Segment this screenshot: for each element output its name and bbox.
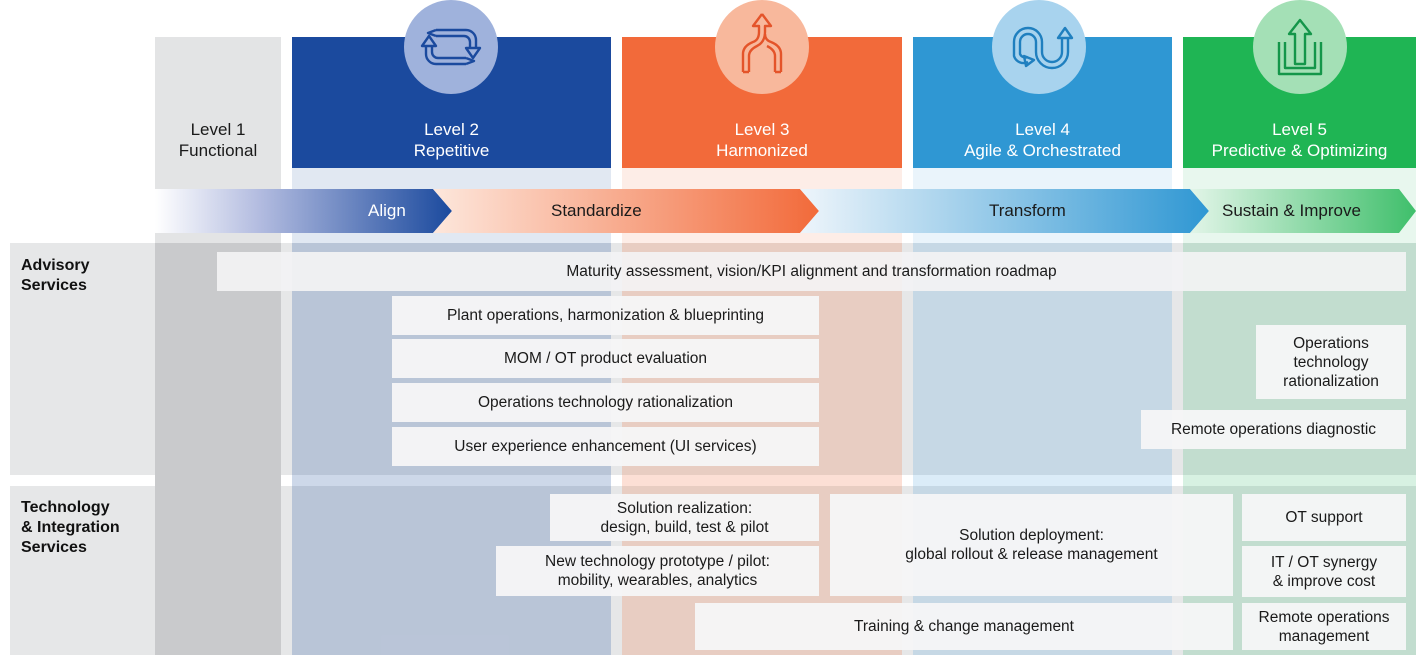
ops-tech-rationalization-box: Operations technology rationalization	[392, 383, 819, 422]
training-change-management-box: Training & change management	[695, 603, 1233, 650]
remote-operations-diagnostic-box: Remote operations diagnostic	[1141, 410, 1406, 449]
level-4-name: Agile & Orchestrated	[964, 141, 1121, 160]
phase-sustain-label: Sustain & Improve	[1222, 201, 1361, 220]
cycle-arrows-icon	[404, 0, 498, 94]
plant-operations-box: Plant operations, harmonization & bluepr…	[392, 296, 819, 335]
level-1-column-lower	[155, 243, 281, 655]
it-ot-synergy-box: IT / OT synergy & improve cost	[1242, 546, 1406, 597]
level-4-number: Level 4	[1015, 120, 1070, 139]
solution-deployment-box: Solution deployment: global rollout & re…	[830, 494, 1233, 596]
level-1-number: Level 1	[190, 120, 246, 139]
new-technology-prototype-box: New technology prototype / pilot: mobili…	[496, 546, 819, 596]
level-5-name: Predictive & Optimizing	[1211, 141, 1388, 160]
upload-arrow-icon	[1253, 0, 1347, 94]
solution-realization-box: Solution realization: design, build, tes…	[550, 494, 819, 541]
phase-transform-label: Transform	[989, 201, 1066, 220]
mom-ot-evaluation-box: MOM / OT product evaluation	[392, 339, 819, 378]
level-5-number: Level 5	[1272, 120, 1327, 139]
level-3-name: Harmonized	[716, 141, 808, 160]
standardize-arrow	[433, 189, 819, 233]
sustain-arrow	[1190, 189, 1416, 233]
merging-arrows-icon	[715, 0, 809, 94]
maturity-assessment-box: Maturity assessment, vision/KPI alignmen…	[217, 252, 1406, 291]
level-2-header: Level 2 Repetitive	[292, 37, 611, 168]
level-3-number: Level 3	[734, 120, 790, 139]
ops-tech-rationalization-l5-box: Operations technology rationalization	[1256, 325, 1406, 399]
level-2-number: Level 2	[424, 120, 479, 139]
user-experience-box: User experience enhancement (UI services…	[392, 427, 819, 466]
transform-arrow	[800, 189, 1209, 233]
align-arrow	[155, 189, 452, 233]
loop-arrows-icon	[992, 0, 1086, 94]
level-1-name: Functional	[178, 141, 258, 160]
phase-standardize-label: Standardize	[551, 201, 642, 220]
remote-operations-management-box: Remote operations management	[1242, 603, 1406, 650]
ot-support-box: OT support	[1242, 494, 1406, 541]
phase-align-label: Align	[368, 201, 406, 220]
phase-arrow-band	[155, 189, 1416, 233]
level-1-header: Level 1 Functional	[155, 37, 281, 168]
level-5-header: Level 5 Predictive & Optimizing	[1183, 37, 1416, 168]
tech-integration-label: Technology & Integration Services	[21, 499, 120, 556]
advisory-services-label: Advisory Services	[21, 257, 90, 294]
level-2-name: Repetitive	[413, 141, 490, 160]
